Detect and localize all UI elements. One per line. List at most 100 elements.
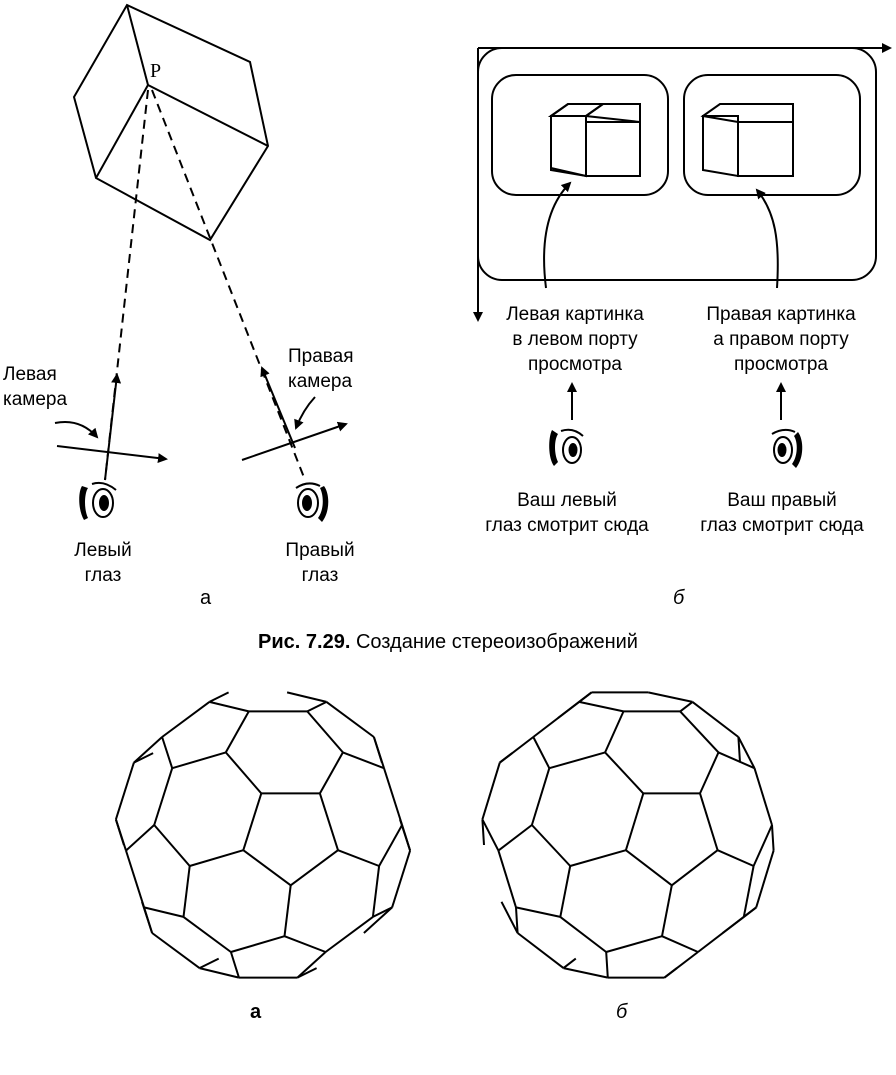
viewport-axes — [473, 43, 892, 322]
buckyball-edge — [151, 932, 201, 969]
buckyball-edge — [225, 751, 263, 795]
buckyball-edge — [530, 767, 551, 826]
right-eye-text: Ваш правый глаз смотрит сюда — [700, 490, 864, 536]
viewport-frame — [477, 47, 877, 281]
buckyball-edge — [378, 824, 403, 867]
buckyball-edge — [604, 751, 645, 795]
buckyball-edge — [671, 849, 719, 887]
buckyball-edge — [699, 751, 720, 794]
buckyball-edge — [549, 751, 606, 770]
buckyball-a — [114, 691, 412, 979]
buckyball-edge — [125, 824, 155, 852]
buckyball-edge — [661, 885, 673, 937]
buckyball-edge — [578, 691, 593, 703]
buckyball-edge — [286, 691, 327, 703]
buckyball-edge — [143, 906, 184, 918]
buckyball-edge — [125, 850, 146, 908]
buckyball-edge — [306, 710, 344, 754]
cube-a — [72, 3, 270, 242]
buckyball-edge — [153, 824, 191, 867]
buckyball-edge — [242, 793, 263, 851]
buckyball-edge — [578, 700, 624, 713]
buckyball-edge — [497, 824, 533, 852]
cube-left-port — [547, 103, 641, 178]
buckyball-edge — [699, 793, 719, 851]
buckyball-edge — [230, 935, 285, 953]
buckyball-edge — [242, 849, 292, 887]
right-eye-icon-b — [771, 428, 803, 468]
buckyball-edge — [481, 819, 485, 846]
left-eye-label: Левый глаз — [74, 540, 132, 586]
buckyball-edge — [325, 916, 374, 953]
buckyball-edge — [337, 849, 380, 867]
left-eye-icon-b — [549, 428, 584, 466]
buckyball-edge — [296, 967, 318, 979]
right-camera-vectors — [241, 366, 348, 461]
bottom-letter-a: а — [250, 1001, 262, 1023]
buckyball-edge — [161, 736, 174, 769]
buckyball-edge — [306, 701, 327, 713]
left-eye-icon — [79, 481, 117, 520]
buckyball-edge — [391, 850, 412, 908]
buckyball-edge — [229, 951, 240, 978]
buckyball-edge — [697, 916, 745, 953]
buckyball-edge — [171, 751, 227, 770]
buckyball-edge — [372, 736, 383, 763]
buckyball-edge — [481, 762, 501, 820]
buckyball-edge — [624, 793, 645, 851]
buckyball-edge — [515, 906, 561, 918]
buckyball-edge — [383, 767, 404, 826]
buckyball-edge — [199, 957, 220, 969]
caption-text: Создание стереоизображений — [350, 631, 638, 653]
buckyball-edge — [605, 951, 609, 978]
buckyball-edge — [342, 751, 385, 770]
buckyball-edge — [753, 767, 773, 826]
left-picture-label: Левая картинка в левом порту просмотра — [506, 304, 644, 375]
buckyball-edge — [604, 710, 625, 753]
buckyball-edge — [737, 736, 756, 769]
buckyball-edge — [209, 700, 250, 713]
buckyball-edge — [208, 691, 230, 703]
buckyball-edge — [325, 701, 375, 738]
buckyball-edge — [661, 935, 699, 953]
buckyball-edge — [663, 967, 678, 979]
buckyball-edge — [481, 818, 500, 852]
buckyball-edge — [647, 691, 693, 703]
buckyball-edge — [143, 907, 154, 934]
figure-caption: Рис. 7.29. Создание стереоизображений — [0, 631, 896, 654]
buckyball-edge — [532, 736, 551, 769]
right-picture-label: Правая картинка а правом порту просмотра — [706, 304, 856, 375]
buckyball-edge — [499, 752, 513, 764]
buckyball-edge — [717, 849, 755, 867]
buckyball-edge — [718, 751, 755, 770]
buckyball-edge — [500, 901, 519, 934]
left-camera-vectors — [54, 373, 168, 481]
buckyball-edge — [771, 824, 775, 851]
figure-a-letter: а — [200, 587, 212, 609]
left-eye-text: Ваш левый глаз смотрит сюда — [485, 490, 649, 536]
buckyball-edge — [133, 752, 154, 764]
buckyball-edge — [532, 701, 580, 738]
buckyball-edge — [679, 710, 720, 754]
buckyball-edge — [679, 701, 694, 713]
buckyball-edge — [497, 850, 517, 908]
buckyball-edge — [199, 967, 240, 979]
buckyball-edge — [737, 736, 741, 763]
right-eye-label: Правый глаз — [285, 540, 355, 586]
buckyball-edge — [691, 701, 740, 738]
bottom-letter-b: б — [616, 1001, 628, 1023]
buckyball-edge — [182, 865, 191, 918]
buckyball-b — [481, 691, 775, 979]
buckyball-edge — [371, 865, 381, 918]
left-camera-label: Левая камера — [3, 364, 68, 410]
buckyball-edge — [531, 824, 571, 867]
buckyball-edge — [224, 710, 250, 753]
buckyball-edge — [516, 932, 565, 969]
sight-lines — [104, 89, 306, 481]
buckyball-edge — [515, 907, 519, 934]
buckyball-edge — [318, 793, 339, 851]
buckyball-edge — [559, 916, 607, 953]
buckyball-edge — [283, 885, 292, 937]
buckyball-edge — [114, 762, 135, 820]
